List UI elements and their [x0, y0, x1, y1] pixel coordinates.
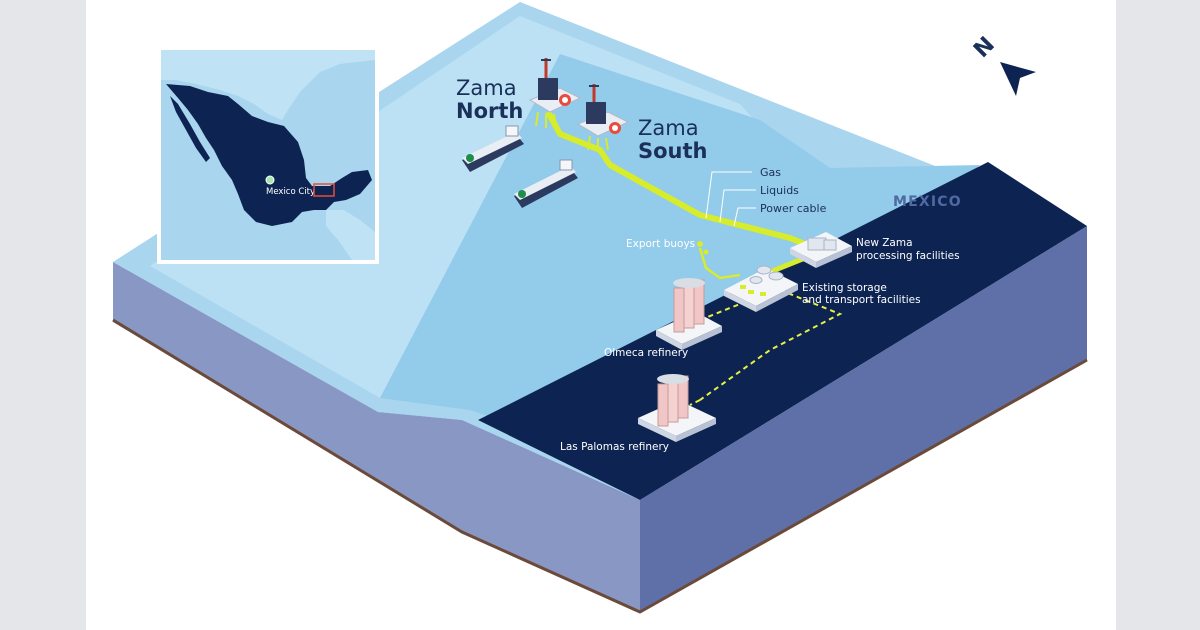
zama-north-label-line2: North	[456, 99, 523, 123]
zama-north-platform[interactable]	[528, 58, 582, 128]
dashed-link-laspalomas[interactable]	[689, 399, 701, 406]
zama-south-label-line1: Zama	[638, 116, 699, 140]
existing-storage-label-line2: and transport facilities	[802, 294, 921, 306]
zama-south-platform[interactable]	[576, 84, 630, 152]
mexico-city-marker-icon[interactable]	[265, 175, 275, 185]
fpso-ship-lower[interactable]	[514, 159, 578, 208]
pipeline-main[interactable]	[545, 110, 807, 247]
olmeca-refinery[interactable]	[656, 278, 722, 350]
legend-liquids: Liquids	[760, 184, 799, 197]
new-zama-label-line1: New Zama	[856, 237, 913, 249]
export-buoys-label: Export buoys	[626, 238, 695, 250]
legend-gas: Gas	[760, 166, 781, 179]
zama-north-label-line1: Zama	[456, 76, 517, 100]
inset-project-area-box[interactable]	[313, 183, 335, 197]
pipeline-to-buoys[interactable]	[698, 247, 741, 280]
las-palomas-refinery[interactable]	[638, 374, 716, 442]
legend-power-cable: Power cable	[760, 202, 827, 215]
dashed-link-olmeca[interactable]	[699, 295, 761, 321]
pipeline-legend: Gas Liquids Power cable	[705, 166, 827, 227]
new-zama-facility[interactable]	[790, 232, 852, 268]
north-arrow-icon	[1000, 62, 1036, 96]
mexico-land	[478, 162, 1087, 500]
olmeca-label: Olmeca refinery	[604, 347, 688, 359]
country-label: MEXICO	[893, 194, 962, 210]
export-buoys[interactable]	[697, 241, 709, 255]
las-palomas-label: Las Palomas refinery	[560, 441, 669, 453]
inset-usa-land	[161, 50, 375, 120]
fpso-ship-upper[interactable]	[462, 125, 524, 172]
sea-continental-shelf	[380, 54, 980, 470]
inset-map[interactable]: Mexico City	[157, 46, 379, 264]
inset-central-america	[326, 210, 375, 260]
zama-south-label-line2: South	[638, 139, 708, 163]
block-sides	[112, 226, 1088, 614]
mexico-city-label: Mexico City	[266, 187, 315, 197]
existing-storage-facility[interactable]	[724, 265, 798, 312]
inset-baja-peninsula	[170, 96, 210, 162]
block-bottom-edge	[112, 318, 1088, 614]
block-side-left-face	[113, 262, 640, 612]
inset-mexico-outline	[166, 84, 372, 226]
existing-storage-label-line1: Existing storage	[802, 282, 887, 294]
dashed-link-loop[interactable]	[699, 289, 843, 401]
new-zama-label-line2: processing facilities	[856, 250, 960, 262]
block-side-right	[640, 226, 1087, 612]
